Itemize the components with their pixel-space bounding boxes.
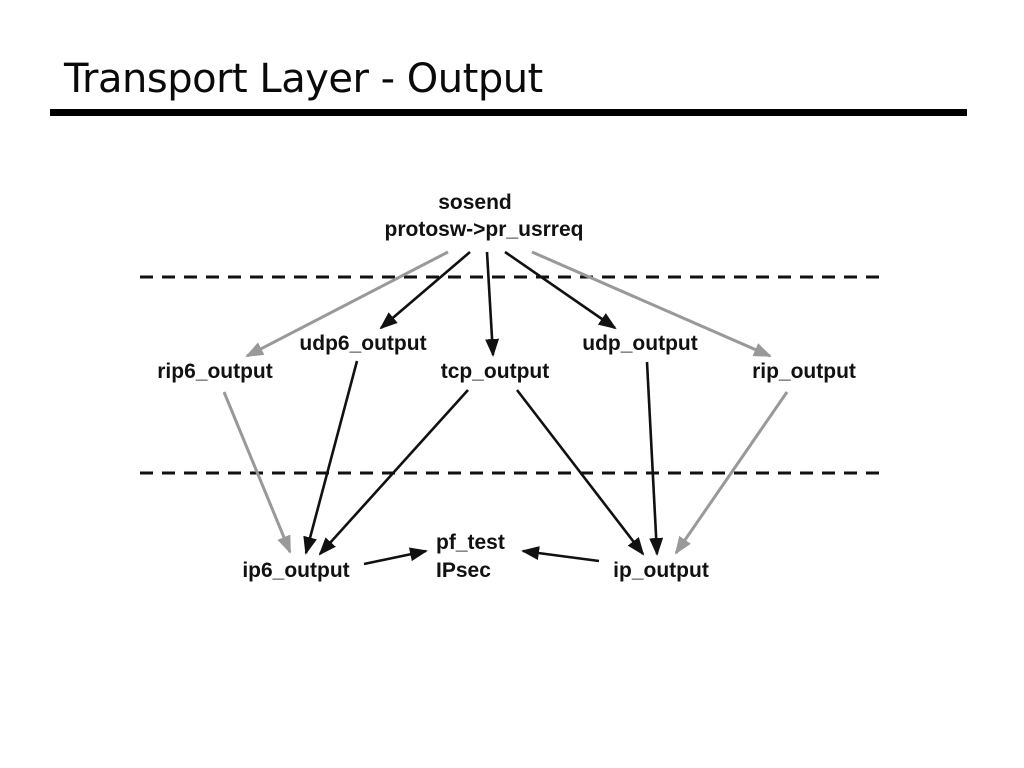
title-underline (50, 109, 967, 116)
edge-sosend-to-rip6_output (245, 250, 449, 358)
node-tcp-output: tcp_output (440, 360, 550, 383)
node-ip-output: ip_output (613, 559, 709, 582)
edge-rip6_output-to-ip6_output (222, 391, 292, 554)
edge-udp6_output-to-ip6_output (303, 360, 359, 555)
node-ip6-output: ip6_output (242, 559, 350, 582)
node-ipsec-label: IPsec (436, 559, 491, 582)
node-udp6-output: udp6_output (299, 332, 427, 355)
node-protosw-pr-usrreq: protosw->pr_usrreq (384, 218, 584, 241)
page-title: Transport Layer - Output (64, 56, 543, 102)
edge-rip_output-to-ip_output (674, 391, 789, 555)
node-udp-output: udp_output (582, 332, 698, 355)
edge-ip6_output-to-pf_test (363, 547, 428, 566)
edge-tcp_output-to-ip_output (515, 389, 645, 556)
edge-sosend-to-rip_output (531, 250, 772, 358)
node-rip6-output: rip6_output (157, 360, 273, 383)
edge-layer (140, 250, 884, 566)
edge-sosend-to-udp_output (504, 250, 617, 330)
edge-ip_output-to-pf_test (521, 546, 600, 563)
edge-tcp_output-to-ip6_output (318, 389, 469, 556)
edge-udp_output-to-ip_output (645, 361, 664, 556)
node-rip-output: rip_output (752, 360, 856, 383)
edge-sosend-to-udp6_output (379, 251, 471, 330)
node-sosend: sosend (438, 191, 512, 214)
node-pf-test-label: pf_test (436, 531, 505, 554)
node-pf-test-ipsec: pf_test IPsec (436, 529, 505, 585)
edge-sosend-to-tcp_output (485, 251, 500, 357)
